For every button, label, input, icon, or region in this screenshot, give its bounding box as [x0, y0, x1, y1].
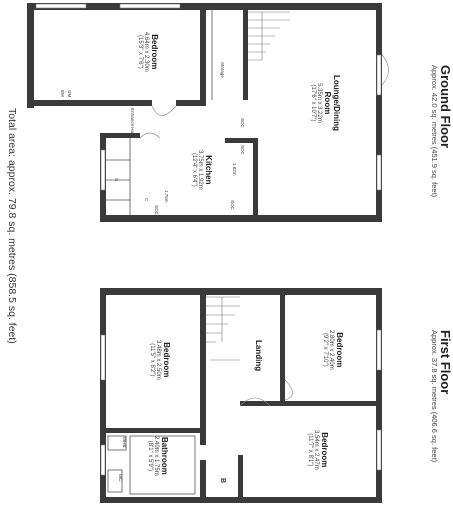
room-dimensions: 3.48m x 2.50m: [155, 340, 162, 380]
room-name: Bedroom: [162, 342, 171, 378]
room-dimensions-imperial: (11'5" x 8'2"): [148, 343, 155, 377]
floor-area: Approx. 37.8 sq. metres (406.6 sq. feet): [429, 330, 439, 463]
room-name: Bathroom: [160, 436, 169, 475]
ground-floor-details: [35, 3, 389, 215]
room-dimensions: 3.75m x 1.92m: [197, 150, 204, 190]
ceiling-height-label: 1.76m: [164, 190, 169, 203]
wash-basin-label: WHB: [122, 437, 127, 448]
landing-label: Landing: [253, 340, 263, 372]
room-name-line2: Room: [323, 91, 333, 115]
cooker-label: C: [144, 198, 149, 202]
first-floor-heading: First Floor Approx. 37.8 sq. metres (406…: [429, 330, 453, 463]
first-floor-details: [100, 296, 382, 495]
first-floor-walls: [100, 288, 382, 503]
ceiling-height-label: 1.82m: [232, 163, 237, 176]
room-dimensions: 2.40m x 1.75m: [153, 436, 160, 476]
lounge-dining-label: Lounge/Dining Room 5.35m x 3.22m (17'6" …: [309, 75, 341, 131]
room-dimensions: 4.64m x 2.30m: [143, 32, 150, 72]
storage-label: Storage: [220, 62, 225, 78]
room-name: Bedroom: [150, 34, 159, 70]
socket-label: SOC: [240, 118, 245, 128]
room-dimensions: 5.35m x 3.22m: [316, 83, 323, 123]
room-dimensions-imperial: (9'2" x 7'10"): [321, 333, 328, 367]
first-bedroom-3-label: Bedroom 3.54m x 2.47m (11'7" x 8'1"): [306, 430, 329, 470]
floor-area: Approx. 42.0 sq. metres (451.9 sq. feet): [429, 65, 439, 198]
toilet-label: WC: [118, 474, 123, 482]
gas-meter-label: GM: [67, 90, 72, 98]
boiler-label: B: [219, 478, 226, 484]
first-bedroom-2-label: Bedroom 3.48m x 2.50m (11'5" x 8'2"): [148, 340, 171, 380]
room-name: Bedroom: [335, 332, 344, 368]
room-dimensions-imperial: (11'7" x 8'1"): [306, 433, 313, 467]
socket-label: SOC: [230, 200, 235, 210]
socket-label: SOC: [154, 205, 159, 215]
socket-label: SOC: [240, 145, 245, 155]
room-name: Lounge/Dining: [332, 75, 341, 131]
room-dimensions-imperial: (8'1" x 5'9"): [146, 440, 153, 471]
kitchen-label: Kitchen 3.75m x 1.92m (12'4" x 6'4"): [190, 150, 213, 190]
room-dimensions-imperial: (15'3" x 7'6"): [136, 35, 143, 69]
first-bedroom-1-label: Bedroom 2.80m x 2.40m (9'2" x 7'10"): [321, 330, 344, 370]
ground-floor-heading: Ground Floor Approx. 42.0 sq. metres (45…: [429, 65, 453, 198]
room-name: Bedroom: [320, 432, 329, 468]
total-area: Total area: approx. 79.8 sq. metres (858…: [6, 108, 18, 344]
room-dimensions: 3.54m x 2.47m: [313, 430, 320, 470]
electric-meter-label: EM: [60, 90, 65, 97]
entrance-hall-label: Entrance Hall: [130, 108, 135, 136]
sink-label: S: [114, 178, 119, 182]
room-name: Kitchen: [204, 155, 213, 185]
room-dimensions-imperial: (17'6" x 10'7"): [309, 84, 316, 122]
room-dimensions-imperial: (12'4" x 6'4"): [190, 153, 197, 187]
ground-bedroom-label: Bedroom 4.64m x 2.30m (15'3" x 7'6"): [136, 32, 159, 72]
room-dimensions: 2.80m x 2.40m: [328, 330, 335, 370]
bathroom-label: Bathroom 2.40m x 1.75m (8'1" x 5'9"): [146, 436, 169, 476]
floor-title: First Floor: [438, 330, 453, 395]
floor-title: Ground Floor: [438, 65, 453, 149]
room-name: Landing: [254, 340, 263, 372]
